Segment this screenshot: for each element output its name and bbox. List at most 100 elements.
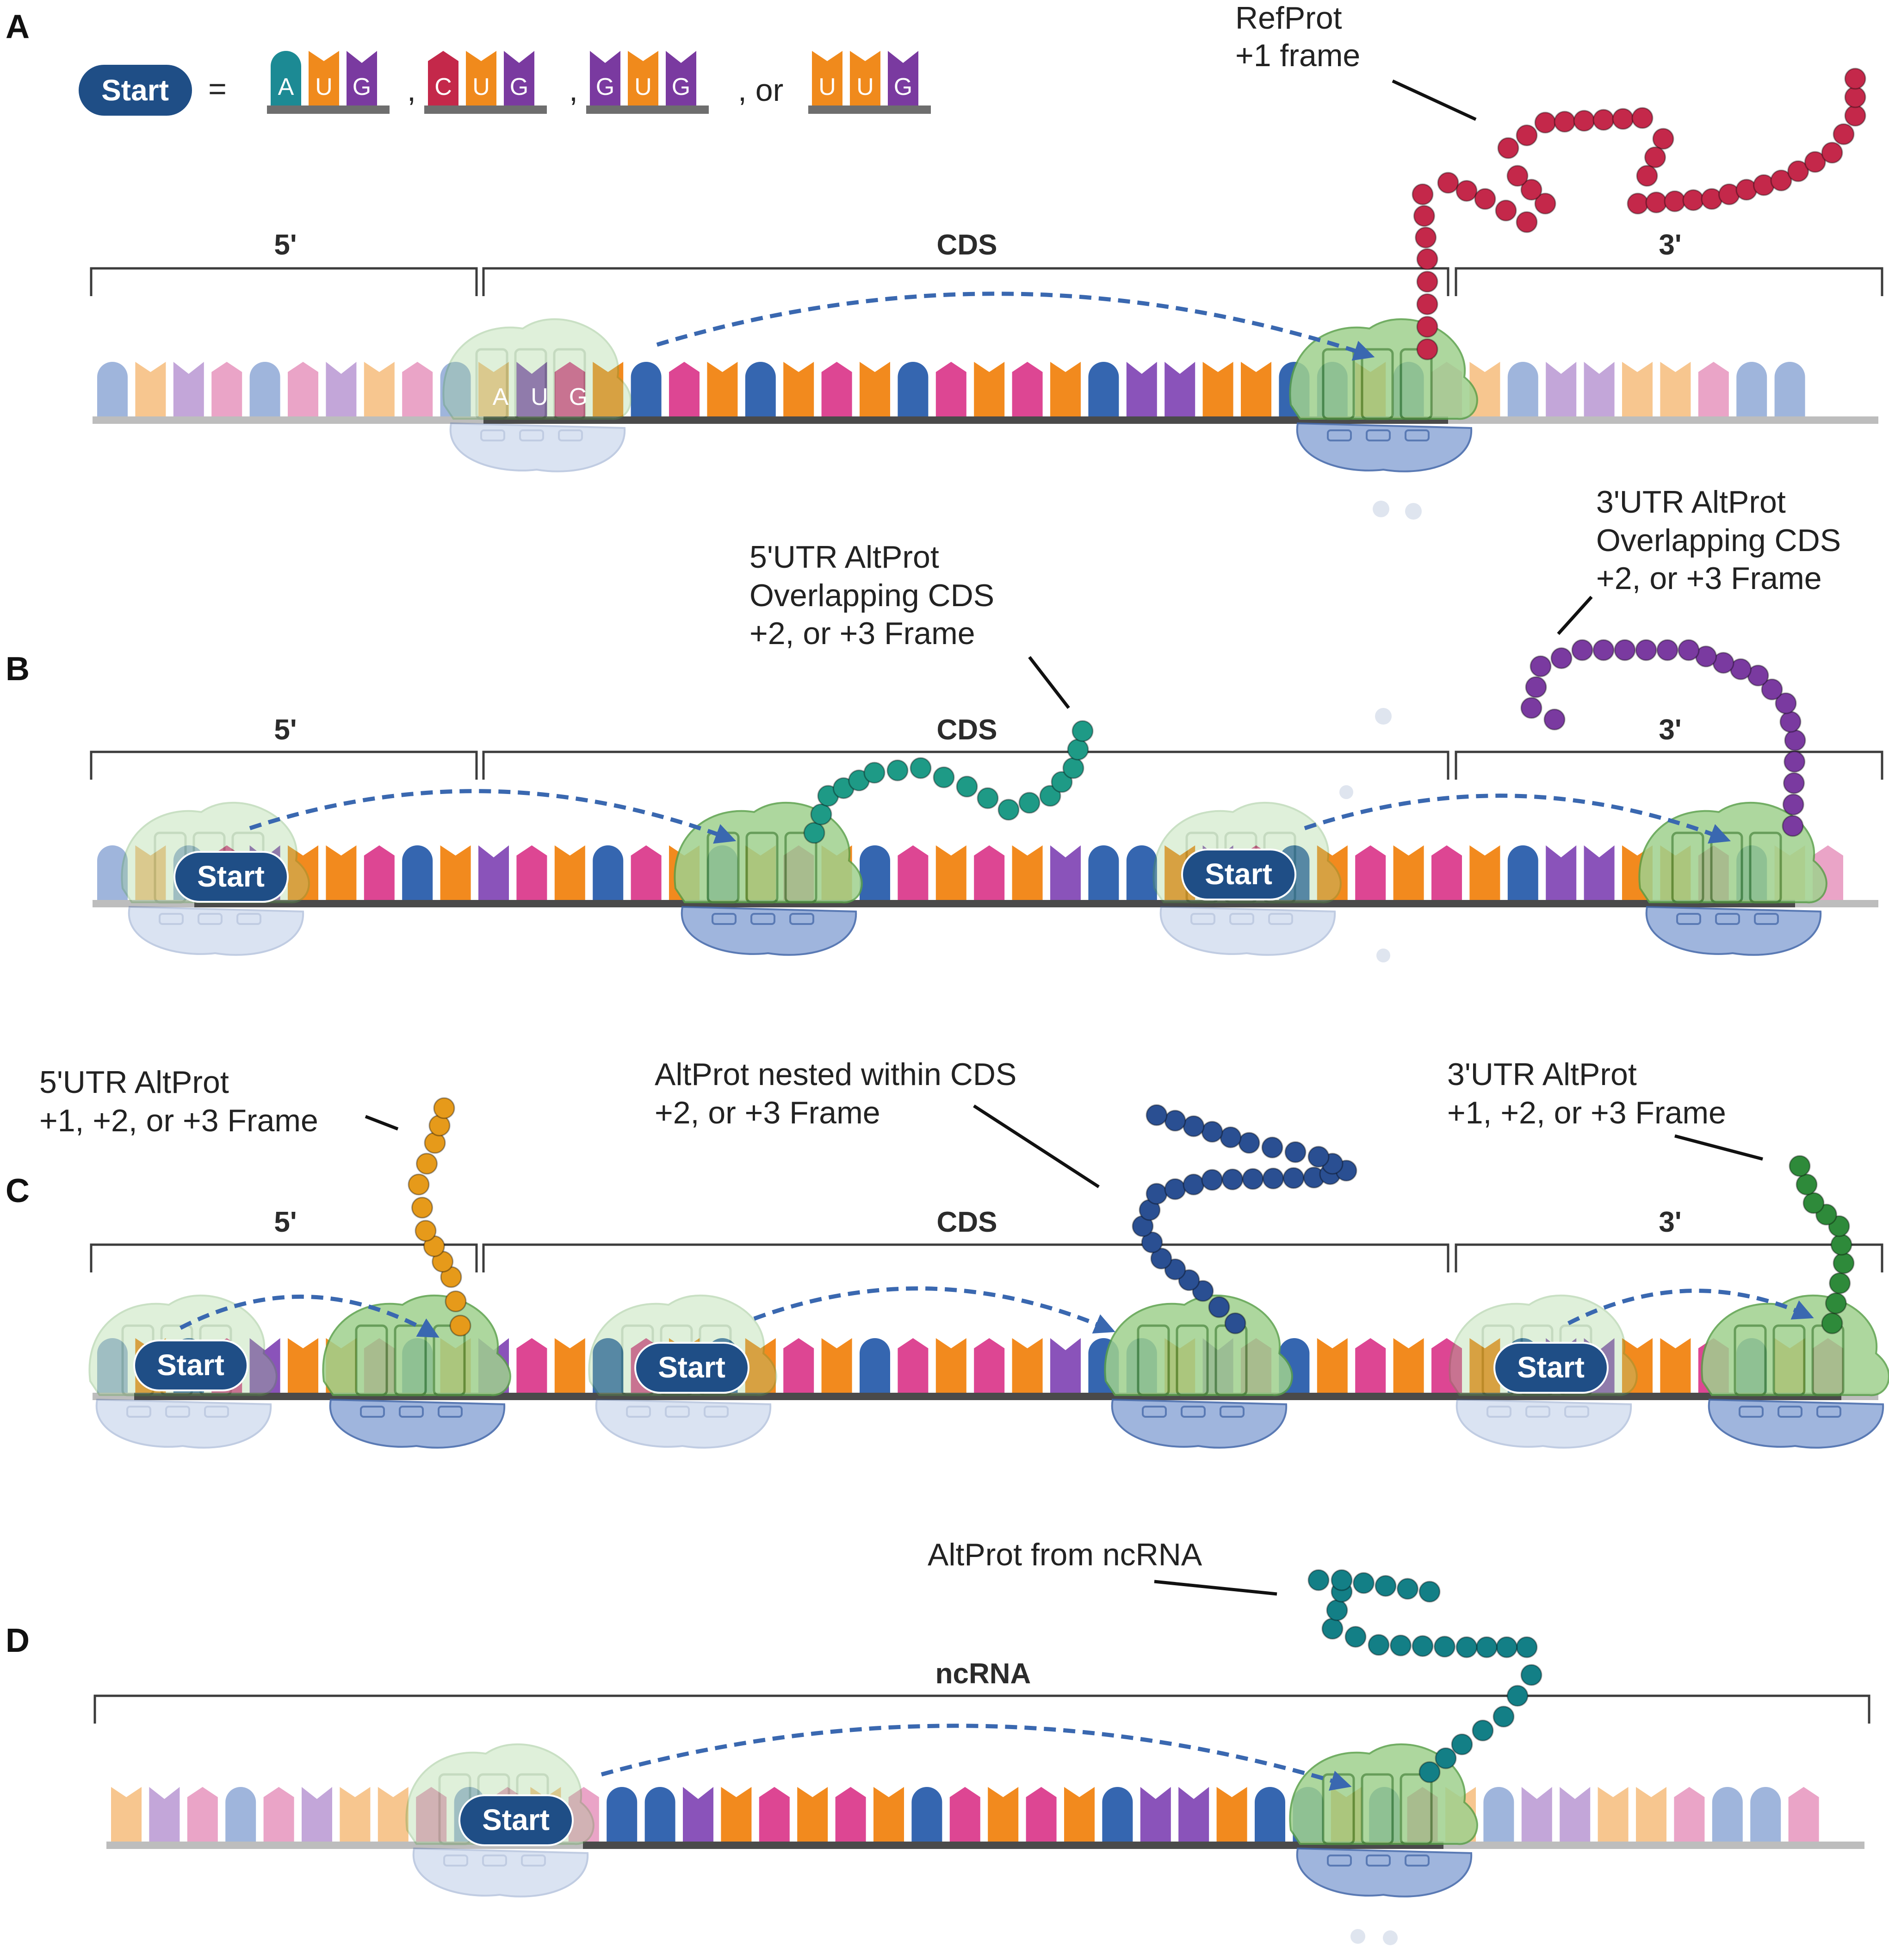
legend-codon-backbone [808,105,931,114]
ribosome-trna-site [1772,1324,1806,1396]
ribosome-small-subunit [1111,1398,1288,1449]
mrna-nucleotide [1521,1787,1552,1842]
legend-nucleotide [666,51,696,105]
legend-nucleotide [590,51,620,105]
amino-acid-bead [1164,1178,1186,1200]
mrna-nucleotide [478,845,509,900]
mrna-nucleotide [364,845,395,900]
mrna-nucleotide [326,845,357,900]
amino-acid-bead [933,766,955,788]
mrna-nucleotide [974,1338,1005,1393]
mrna-nucleotide [1012,1338,1043,1393]
mrna-nucleotide [1178,1787,1209,1842]
ribosome-trna-site [514,348,547,420]
amino-acid-bead [1418,1581,1441,1603]
amino-acid-bead [1039,785,1061,807]
amino-acid-bead [1520,1664,1542,1686]
ribosome-small-subunit [1708,1398,1884,1449]
mrna-nucleotide [97,1338,128,1393]
mrna-nucleotide [1317,1338,1348,1393]
start-pill-label: Start [1517,1351,1585,1384]
mrna-nucleotide [211,362,242,416]
amino-acid-bead [1067,738,1089,761]
amino-acid-bead [415,1220,437,1242]
free-subunit-dot [1383,1930,1398,1945]
callout-ncrna-leader [1154,1580,1277,1596]
amino-acid-bead [1525,676,1547,698]
amino-acid-bead [1071,720,1094,742]
mrna-nucleotide [1088,362,1119,416]
legend-codon-backbone [586,105,709,114]
mrna-nucleotide [783,1338,814,1393]
amino-acid-bead [1261,1136,1283,1159]
amino-acid-bead [1516,124,1538,146]
mrna-nucleotide [1469,845,1500,900]
legend-nucleotide-letter: A [278,74,294,100]
amino-acid-bead [1554,111,1576,133]
mrna-nucleotide [1026,1787,1057,1842]
callout-5utr-altprot-line-2: +1, +2, or +3 Frame [39,1103,318,1138]
amino-acid-bead [1437,172,1459,194]
start-pill-label: Start [1205,857,1272,891]
panel-a-initiation-codon: A U G [493,384,588,410]
amino-acid-bead [1783,772,1805,794]
mrna-nucleotide [568,1787,599,1842]
mrna-nucleotide [378,1787,409,1842]
amino-acid-bead [1829,1272,1851,1294]
panel-a-codon-base-2: U [531,384,548,410]
mrna-nucleotide [1255,1787,1285,1842]
elongating-ribosome-b1 [674,801,863,956]
region-label-cds-c: CDS [937,1206,997,1238]
mrna-nucleotide [1698,362,1729,416]
mrna-nucleotide [1164,362,1195,416]
mrna-nucleotide [1774,362,1805,416]
amino-acid-bead [1238,1132,1260,1154]
amino-acid-bead [1614,639,1636,661]
mrna-nucleotide [898,362,929,416]
amino-acid-bead [1412,183,1434,205]
altprot-chain-3utr-overlap [1520,639,1806,837]
amino-acid-bead [1183,1173,1205,1196]
amino-acid-bead [1571,639,1593,661]
free-subunit-dot [1373,501,1389,517]
region-label-3utr-c: 3' [1659,1206,1681,1238]
mrna-nucleotide [1507,845,1538,900]
amino-acid-bead [1678,639,1700,661]
mrna-nucleotide [721,1787,752,1842]
ribosome-decoding-slot [1405,1855,1430,1867]
panel-a-codon-base-1: A [493,384,509,410]
callout-3utr-overlap-leader [1557,595,1593,635]
amino-acid-bead [1415,226,1437,248]
panel-d-bracket [93,1694,1870,1724]
mrna-nucleotide [860,845,890,900]
callout-refprot-line-2: +1 frame [1235,38,1360,73]
panel-c-brackets [90,1243,1883,1272]
amino-acid-bead [1631,107,1654,129]
ribosome-small-subunit [449,422,626,472]
mrna-nucleotide [873,1787,904,1842]
legend-nucleotide [309,51,339,105]
mrna-nucleotide [607,1787,638,1842]
amino-acid-bead [863,762,886,784]
mrna-nucleotide [263,1787,294,1842]
mrna-nucleotide [1622,362,1653,416]
mrna-nucleotide [593,1338,624,1393]
panel-letter-b: B [6,651,30,688]
free-subunit-dot [1405,503,1422,520]
mrna-nucleotide [593,362,624,416]
amino-acid-bead [1520,697,1542,719]
mrna-nucleotide [988,1787,1019,1842]
amino-acid-bead [1784,729,1806,751]
legend-nucleotide-letter: U [856,74,874,100]
ribosome-decoding-slot [704,1406,729,1418]
ribosome-small-subunit [681,906,857,956]
free-subunit-dot [1350,1929,1365,1944]
mrna-nucleotide [1050,845,1081,900]
ribosome-decoding-slot [1715,913,1740,925]
bracket-cds-a [482,267,1449,296]
start-pill-background [173,851,289,903]
free-subunit-dot [1376,949,1390,962]
amino-acid-bead [1242,1168,1264,1190]
